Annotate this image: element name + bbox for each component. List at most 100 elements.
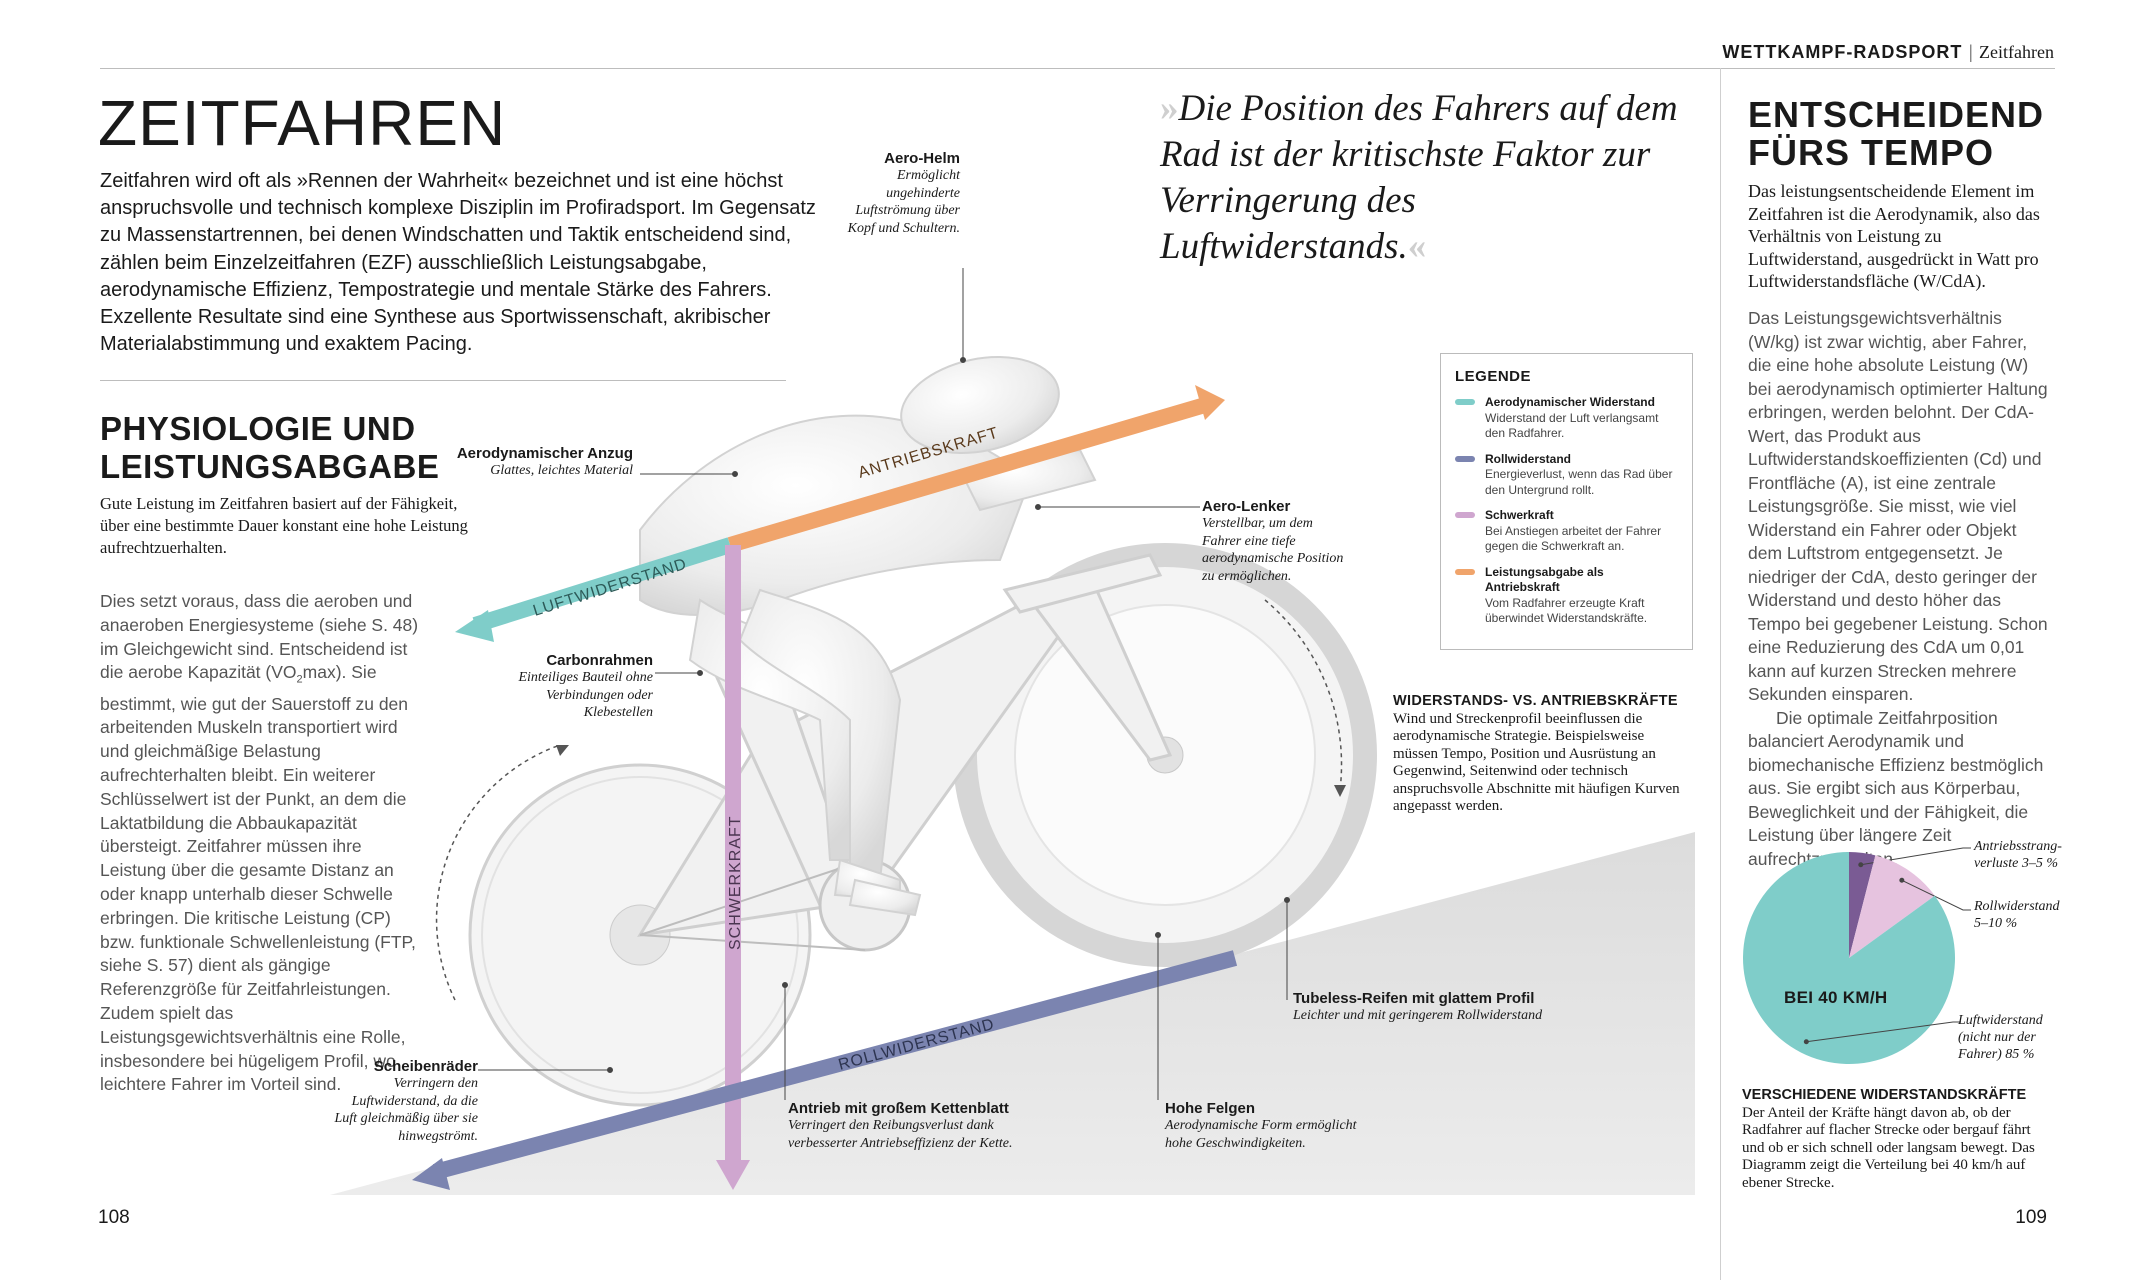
- legend-item-desc: Energieverlust, wenn das Rad über den Un…: [1485, 467, 1673, 497]
- column-divider: [1720, 68, 1721, 1280]
- page-number-right: 109: [2015, 1207, 2047, 1228]
- legend-item-desc: Bei Anstiegen arbeitet der Fahrer gegen …: [1485, 523, 1662, 554]
- front-rotation-arc: [1264, 599, 1343, 791]
- legend-item-title: Aerodynamischer Widerstand: [1485, 395, 1655, 409]
- physiology-body-b: max). Sie bestimmt, wie gut der Sauersto…: [100, 662, 416, 1095]
- pie-leader-line: [1901, 879, 1971, 911]
- running-head-subsection: Zeitfahren: [1979, 42, 2054, 62]
- pie-center-label: BEI 40 KM/H: [1784, 988, 1888, 1007]
- legend-item-air-resistance: Aerodynamischer Widerstand Widerstand de…: [1455, 395, 1678, 442]
- legend-swatch-gravity: [1455, 512, 1475, 518]
- quote-open-mark: »: [1160, 88, 1179, 129]
- legend-item-desc: Vom Radfahrer erzeugte Kraft überwindet …: [1485, 595, 1648, 626]
- annotation-drivetrain-desc: Verringert den Reibungsverlust dank verb…: [788, 1118, 1013, 1151]
- pie-caption-title: VERSCHIEDENE WIDERSTANDSKRÄFTE: [1742, 1087, 2027, 1103]
- legend-swatch-drive: [1455, 568, 1475, 575]
- legend-item-title: Schwerkraft: [1485, 508, 1554, 522]
- air-resistance-arrow: [472, 537, 733, 633]
- annotation-aero-bars-desc: Verstellbar, um dem Fahrer eine tiefe ae…: [1202, 516, 1344, 584]
- pie-slice-rolling: [1849, 855, 1935, 958]
- legend-item-title: Rollwiderstand: [1485, 451, 1572, 466]
- annotation-deep-rims: Hohe Felgen Aerodynamische Form ermöglic…: [1165, 1100, 1380, 1152]
- legend-item-drive-force: Leistungsabgabe als Antriebskraft Vom Ra…: [1455, 565, 1678, 627]
- page-number-left: 108: [98, 1207, 130, 1228]
- physiology-heading: PHYSIOLOGIE UND LEISTUNGSABGABE: [100, 410, 439, 486]
- pie-label-text: Luftwiderstand: [1958, 1013, 2043, 1028]
- pie-caption-text: Der Anteil der Kräfte hängt davon ab, ob…: [1742, 1104, 2035, 1191]
- running-head-divider: |: [1968, 42, 1974, 62]
- cyclist-illustration: ANTRIEBSKRAFT LUFTWIDERSTAND SCHWERKRAFT…: [330, 268, 1695, 1195]
- annotation-deep-rims-desc: Aerodynamische Form ermöglicht hohe Gesc…: [1165, 1118, 1357, 1151]
- physiology-heading-line1: PHYSIOLOGIE UND: [100, 410, 416, 447]
- physiology-body-sub: 2: [296, 673, 303, 686]
- pie-label-text: Antriebsstrang-: [1974, 839, 2062, 854]
- rear-rotation-arc: [435, 744, 561, 1001]
- pie-caption: VERSCHIEDENE WIDERSTANDSKRÄFTE Der Antei…: [1742, 1087, 2042, 1192]
- pie-label-drivetrain: Antriebsstrang-verluste 3–5 %: [1974, 838, 2084, 872]
- resistance-pie-chart: BEI 40 KM/H Antriebsstrang-verluste 3–5 …: [1736, 838, 2076, 1078]
- legend-item-title: Leistungsabgabe als Antriebskraft: [1485, 564, 1604, 595]
- annotation-tubeless-tyres-desc: Leichter und mit geringerem Rollwidersta…: [1293, 1008, 1543, 1023]
- quote-text: Die Position des Fahrers auf dem Rad ist…: [1160, 88, 1678, 267]
- header-rule: [100, 68, 2055, 69]
- quote-close-mark: «: [1407, 226, 1427, 267]
- pie-label-text: Fahrer) 85 %: [1958, 1047, 2035, 1062]
- gravity-label: SCHWERKRAFT: [727, 815, 744, 950]
- pie-leader-line: [1860, 847, 1971, 866]
- annotation-drivetrain: Antrieb mit großem Kettenblatt Verringer…: [788, 1100, 1018, 1152]
- pie-label-text: Rollwiderstand: [1974, 899, 2060, 914]
- pie-leader-dot: [1899, 877, 1905, 883]
- physiology-body-a: Dies setzt voraus, dass die aeroben und …: [100, 591, 419, 683]
- annotation-tubeless-tyres: Tubeless-Reifen mit glattem Profil Leich…: [1293, 990, 1543, 1025]
- right-heading: ENTSCHEIDEND FÜRS TEMPO: [1748, 96, 2044, 172]
- annotation-aero-suit-desc: Glattes, leichtes Material: [490, 463, 633, 478]
- annotation-disc-wheels-desc: Verringern den Luftwiderstand, da die Lu…: [334, 1076, 479, 1144]
- page-title: ZEITFAHREN: [98, 87, 507, 159]
- right-heading-line1: ENTSCHEIDEND: [1748, 94, 2045, 135]
- rolling-resistance-arrow: [432, 950, 1238, 1180]
- pie-slice-air: [1743, 852, 1955, 1064]
- right-body: Das Leistungsgewichtsverhältnis (W/kg) i…: [1748, 307, 2053, 871]
- annotation-carbon-frame: Carbonrahmen Einteiliges Bauteil ohne Ve…: [500, 652, 653, 722]
- leader-lines: [478, 268, 1290, 1100]
- annotation-aero-helmet-title: Aero-Helm: [884, 150, 960, 167]
- forces-sidebar-title: WIDERSTANDS- VS. ANTRIEBSKRÄFTE: [1393, 693, 1678, 709]
- physiology-heading-line2: LEISTUNGSABGABE: [100, 448, 440, 485]
- legend-title: LEGENDE: [1455, 368, 1532, 385]
- legend-swatch-rolling: [1455, 455, 1475, 462]
- forces-sidebar-text: Wind und Streckenprofil beeinflussen die…: [1393, 710, 1680, 815]
- pie-label-text: verluste 3–5 %: [1974, 856, 2058, 871]
- physiology-lead: Gute Leistung im Zeitfahren basiert auf …: [100, 494, 468, 557]
- running-head: WETTKAMPF-RADSPORT|Zeitfahren: [1722, 42, 2054, 63]
- pie-label-text: (nicht nur der: [1958, 1030, 2036, 1045]
- annotation-aero-helmet: Aero-Helm Ermöglicht ungehinderte Luftst…: [830, 150, 960, 237]
- intro-rule: [100, 380, 786, 381]
- annotation-aero-bars: Aero-Lenker Verstellbar, um dem Fahrer e…: [1202, 498, 1352, 585]
- intro-paragraph: Zeitfahren wird oft als »Rennen der Wahr…: [100, 170, 816, 356]
- pie-label-text: 5–10 %: [1974, 916, 2018, 931]
- right-heading-line2: FÜRS TEMPO: [1748, 132, 1995, 173]
- running-head-section: WETTKAMPF-RADSPORT: [1722, 42, 1963, 62]
- pie-leader-dot: [1803, 1039, 1809, 1045]
- force-arrows: [412, 385, 1238, 1190]
- annotation-aero-helmet-desc: Ermöglicht ungehinderte Luftströmung übe…: [847, 168, 960, 236]
- legend-box: LEGENDE Aerodynamischer Widerstand Wider…: [1440, 353, 1693, 650]
- right-body-para-1: Das Leistungsgewichtsverhältnis (W/kg) i…: [1748, 308, 2048, 704]
- annotation-aero-suit-title: Aerodynamischer Anzug: [456, 445, 633, 462]
- annotation-deep-rims-title: Hohe Felgen: [1165, 1100, 1256, 1117]
- legend-swatch-air: [1455, 399, 1475, 405]
- annotation-drivetrain-title: Antrieb mit großem Kettenblatt: [788, 1100, 1009, 1117]
- annotation-carbon-frame-desc: Einteiliges Bauteil ohne Verbindungen od…: [518, 670, 653, 720]
- legend-item-gravity: Schwerkraft Bei Anstiegen arbeitet der F…: [1455, 508, 1678, 555]
- annotation-tubeless-tyres-title: Tubeless-Reifen mit glattem Profil: [1293, 990, 1535, 1007]
- physiology-body: Dies setzt voraus, dass die aeroben und …: [100, 590, 422, 1097]
- pie-svg: [1743, 847, 1971, 1064]
- pie-leader-dot: [1858, 862, 1864, 868]
- pie-slice-drivetrain: [1849, 852, 1876, 958]
- pull-quote: »Die Position des Fahrers auf dem Rad is…: [1160, 86, 1680, 270]
- annotation-aero-bars-title: Aero-Lenker: [1202, 498, 1291, 515]
- legend-item-desc: Widerstand der Luft verlangsamt den Radf…: [1485, 410, 1659, 441]
- drive-force-arrow: [727, 397, 1208, 553]
- forces-sidebar: WIDERSTANDS- VS. ANTRIEBSKRÄFTE Wind und…: [1393, 693, 1683, 816]
